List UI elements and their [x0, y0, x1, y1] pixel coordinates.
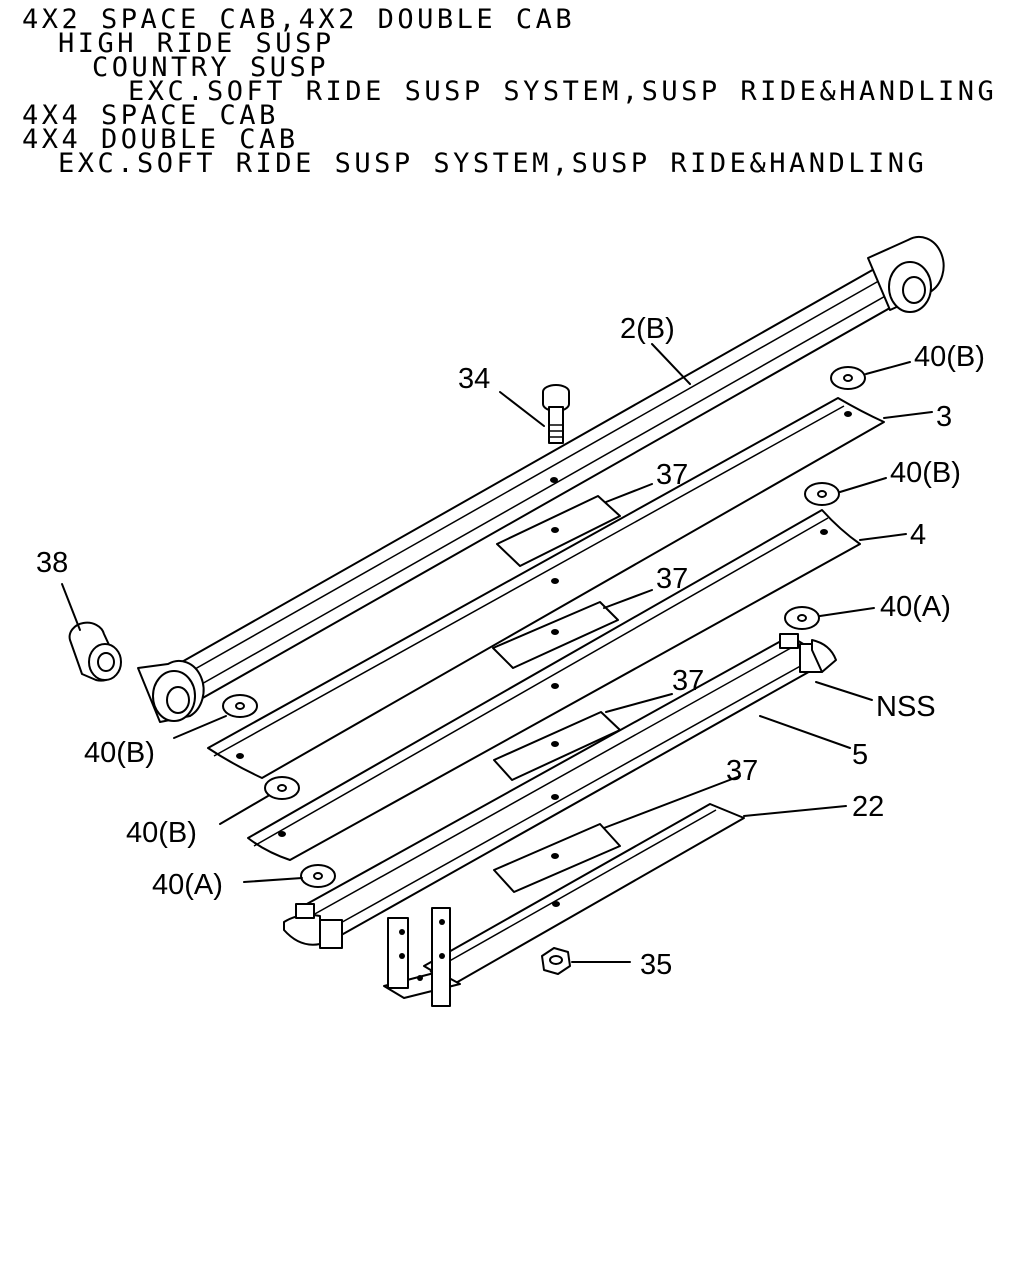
leaf-part-3 — [207, 397, 885, 779]
leaf-part-22 — [383, 803, 745, 1007]
callout-37-fourth: 37 — [726, 755, 758, 787]
header-line-1: 4X2 SPACE CAB,4X2 DOUBLE CAB — [22, 4, 575, 35]
callout-nss: NSS — [876, 691, 936, 723]
callout-37-first: 37 — [656, 459, 688, 491]
header-line-5: 4X4 SPACE CAB — [22, 100, 279, 131]
washers-part-40 — [222, 366, 866, 888]
callout-2b: 2(B) — [620, 313, 675, 345]
bushing-part-38 — [68, 621, 122, 682]
callout-40b-top: 40(B) — [914, 341, 985, 373]
callout-37-second: 37 — [656, 563, 688, 595]
applicability-header: 4X2 SPACE CAB,4X2 DOUBLE CAB HIGH RIDE S… — [22, 4, 997, 179]
callout-22: 22 — [852, 791, 884, 823]
main-leaf-part-2b — [137, 235, 945, 723]
nut-part-35 — [541, 947, 571, 975]
callout-35: 35 — [640, 949, 672, 981]
callout-34: 34 — [458, 363, 490, 395]
header-line-2: HIGH RIDE SUSP — [58, 28, 335, 59]
callout-40b-second: 40(B) — [890, 457, 961, 489]
leaf-part-4 — [247, 509, 861, 861]
callout-5: 5 — [852, 739, 868, 771]
callout-3: 3 — [936, 401, 952, 433]
leader-lines — [61, 343, 933, 963]
center-bolt-part-34 — [542, 384, 570, 444]
header-line-4: EXC.SOFT RIDE SUSP SYSTEM,SUSP RIDE&HAND… — [128, 76, 997, 107]
leaf-part-5 — [283, 633, 837, 949]
callout-40a-top: 40(A) — [880, 591, 951, 623]
header-line-7: EXC.SOFT RIDE SUSP SYSTEM,SUSP RIDE&HAND… — [58, 148, 927, 179]
callout-38: 38 — [36, 547, 68, 579]
callout-40b-left-1: 40(B) — [84, 737, 155, 769]
header-line-6: 4X4 DOUBLE CAB — [22, 124, 299, 155]
callout-40b-left-2: 40(B) — [126, 817, 197, 849]
callout-40a-left: 40(A) — [152, 869, 223, 901]
liners-part-37 — [492, 495, 621, 893]
callout-37-third: 37 — [672, 665, 704, 697]
callout-labels: 2(B) 34 40(B) 3 37 40(B) 4 38 37 40(A) 3… — [36, 313, 985, 981]
callout-4: 4 — [910, 519, 926, 551]
header-line-3: COUNTRY SUSP — [92, 52, 329, 83]
